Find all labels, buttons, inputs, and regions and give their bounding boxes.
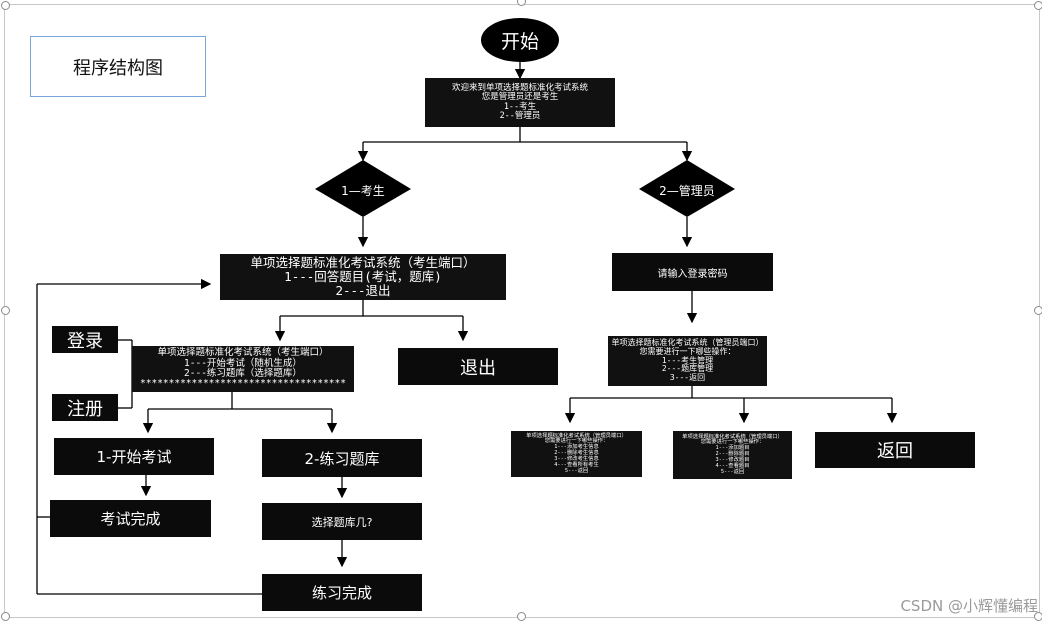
back-node: 返回 [815,432,975,468]
console-line: 1---添加题目 [715,445,750,452]
console-line: 单项选择题标准化考试系统（考生端口） [250,255,476,271]
console-line: ************************************ [140,378,346,390]
resize-handle[interactable] [1034,1,1042,10]
console-line: 5---返回 [720,468,745,475]
login-node: 登录 [52,326,118,353]
diamond-admin-label: 2—管理员 [659,184,715,198]
console-line: 单项选择题标准化考试系统（管理员端口） [611,338,764,347]
console-line: 您需要进行一下哪些操作： [700,439,765,446]
console-line: 2---删除题目 [715,451,750,458]
console-line: 1---添加考生信息 [554,444,599,451]
resize-handle[interactable] [1034,306,1042,315]
resize-handle[interactable] [1,612,10,621]
start-node: 开始 [481,18,559,62]
console-line: 5---返回 [564,467,589,474]
admin-student-mgmt-node: 单项选择题标准化考试系统（管理员端口）您需要进行一下哪些操作：1---添加考生信… [511,431,642,477]
practice-node: 2-练习题库 [262,439,422,477]
exam-done-node: 考试完成 [50,500,211,537]
student-submenu-node: 单项选择题标准化考试系统（考生端口）1---开始考试（随机生成）2---练习题库… [132,346,354,392]
resize-handle[interactable] [517,612,526,621]
console-line: 2--管理员 [499,110,541,121]
console-line: 欢迎来到单项选择题标准化考试系统 [451,82,588,93]
student-menu-node: 单项选择题标准化考试系统（考生端口）1---回答题目(考试，题库)2---退出 [220,254,506,300]
console-line: 4---查看题目 [715,462,750,469]
console-line: 1--考生 [503,101,537,112]
register-node: 注册 [52,394,118,421]
watermark: CSDN @小辉懂编程 [900,597,1038,615]
resize-handle[interactable] [1034,612,1042,621]
console-line: 单项选择题标准化考试系统（管理员端口） [682,433,783,440]
console-line: 2---题库管理 [661,364,714,374]
resize-handle[interactable] [517,0,526,6]
decision-admin [639,160,735,217]
console-line: 3---修改题目 [715,456,750,463]
choose-bank-node: 选择题库几? [262,503,422,540]
diamond-student-label: 1—考生 [341,184,385,198]
diagram-title: 程序结构图 [30,36,206,97]
start-exam-node: 1-开始考试 [54,438,214,475]
console-line: 4---查看所有考生 [554,461,599,468]
console-line: 1---考生管理 [661,355,714,365]
console-line: 您是管理员还是考生 [481,92,559,103]
console-line: 3---修改考生信息 [554,455,599,462]
resize-handle[interactable] [1,1,10,10]
console-line: 2---退出 [335,282,391,298]
exit-node: 退出 [398,348,558,385]
console-line: 单项选择题标准化考试系统（管理员端口） [526,432,627,439]
console-line: 单项选择题标准化考试系统（考生端口） [157,347,329,359]
decision-student [315,160,411,217]
admin-password-node: 请输入登录密码 [612,253,773,291]
console-line: 2---删除考生信息 [554,450,599,457]
console-line: 1---开始考试（随机生成） [184,357,302,369]
console-line: 您需要进行一下哪些操作： [639,346,736,356]
console-line: 1---回答题目(考试，题库) [284,269,442,285]
practice-done-node: 练习完成 [262,574,422,611]
console-line: 2---练习题库（选择题库） [184,368,302,379]
resize-handle[interactable] [1,306,10,315]
console-line: 您需要进行一下哪些操作： [544,438,609,445]
console-line: 3---返回 [669,373,706,383]
